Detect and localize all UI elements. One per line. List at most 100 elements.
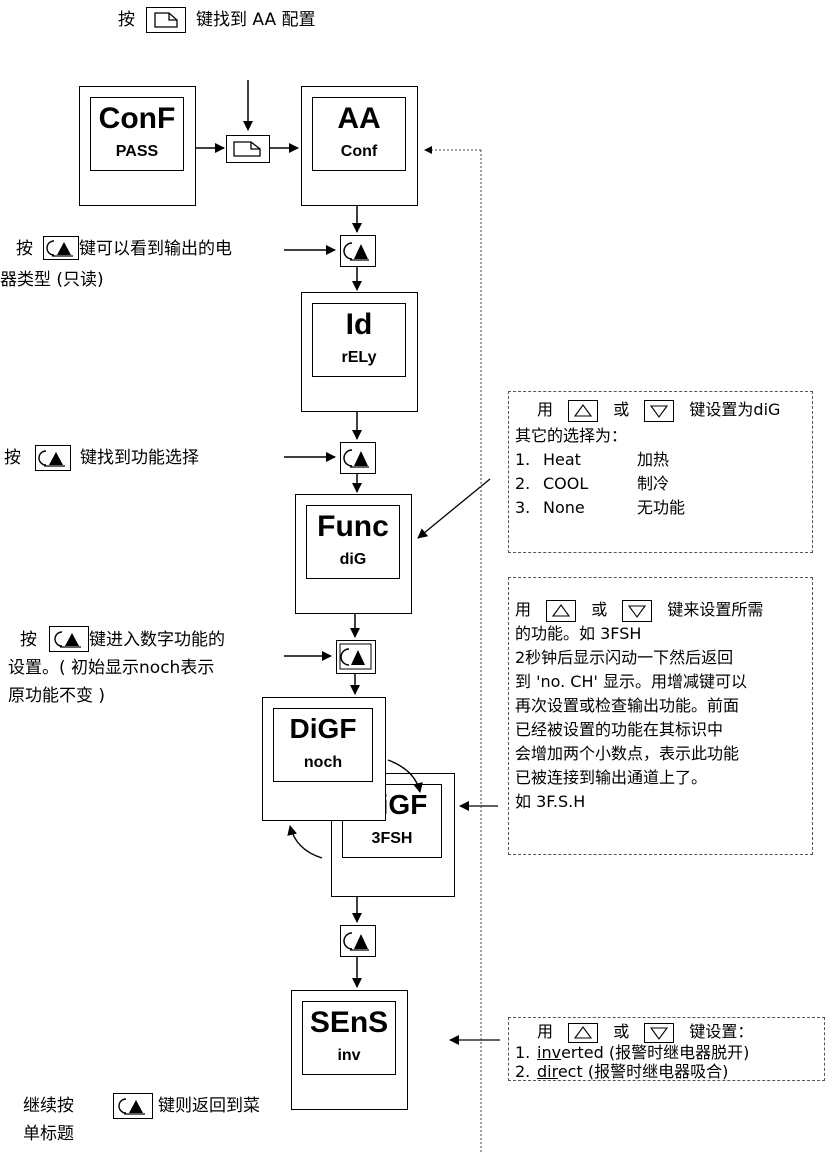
top-instruction: 按 xyxy=(118,8,135,32)
digf-main-text: DiGF xyxy=(289,713,357,744)
box3-i1-num: 1. xyxy=(515,1042,531,1062)
note4-line2: 单标题 xyxy=(23,1124,74,1144)
option-num: 1. xyxy=(515,450,531,469)
note1-line2: 器类型 (只读) xyxy=(0,270,104,290)
top-instruction-suffix: 键找到 AA 配置 xyxy=(196,10,316,30)
curve-arrow-right xyxy=(387,759,423,793)
box1-line1: 用 或 键设置为diG xyxy=(515,398,806,422)
down-arrow-glyph xyxy=(628,604,647,618)
box1-option-item: 3. None 无功能 xyxy=(515,496,806,520)
note3-line3: 原功能不变 ) xyxy=(8,686,106,706)
func-display-panel: Func diG xyxy=(295,494,412,614)
return-arrowhead xyxy=(424,146,432,154)
note3-line1: 键进入数字功能的 xyxy=(89,630,225,650)
scroll-key-icon xyxy=(113,1093,153,1119)
scroll-key-icon xyxy=(43,236,79,260)
func-sub-text: diG xyxy=(339,551,367,568)
up-arrow-key-icon xyxy=(546,599,577,622)
conf-sub-text: PASS xyxy=(115,143,159,160)
aa-main-text: AA xyxy=(337,102,381,135)
igf-display-panel: iGF 3FSH xyxy=(331,773,455,897)
box2-text-line: 2秒钟后显示闪动一下然后返回 xyxy=(515,648,734,667)
down-arrow-glyph xyxy=(650,404,669,418)
box3-item1: 1. inverted (报警时继电器脱开) xyxy=(515,1043,818,1062)
down-arrow-key-icon xyxy=(622,599,653,622)
sens-sub-text: inv xyxy=(337,1047,361,1064)
box1-l1-b: 或 xyxy=(613,400,630,419)
box3-line1: 用 或 键设置： xyxy=(515,1022,818,1043)
up-arrow-glyph xyxy=(574,403,593,417)
id-screen: Id rELy xyxy=(312,303,406,377)
down-arrow-key-icon xyxy=(644,399,675,422)
box2-text-line: 再次设置或检查输出功能。前面 xyxy=(515,696,740,715)
func-main-text: Func xyxy=(317,510,389,543)
digf-screen: DiGF noch xyxy=(273,708,373,782)
box3-i1-rest: erted (报警时继电器脱开) xyxy=(561,1042,750,1062)
note3-prefix: 按 xyxy=(20,630,37,650)
option-name: None xyxy=(543,498,585,517)
digf-sub-text: noch xyxy=(303,754,343,771)
note4-prefix: 继续按 xyxy=(23,1096,74,1116)
box1-l2: 其它的选择为： xyxy=(515,426,628,445)
aa-screen: AA Conf xyxy=(312,97,406,171)
option-num: 2. xyxy=(515,474,531,493)
down-arrow-key-icon xyxy=(644,1022,675,1043)
scroll-key-icon xyxy=(35,445,71,471)
igf-sub-text: 3FSH xyxy=(371,830,413,847)
option-cn: 制冷 xyxy=(637,474,670,493)
box2-text-line: 已被连接到输出通道上了。 xyxy=(515,768,708,787)
box2-l1-b: 或 xyxy=(591,600,608,619)
option-cn: 加热 xyxy=(637,450,670,469)
box3-l1-c: 键设置： xyxy=(689,1022,754,1041)
note-box-digital-function: 用 或 键来设置所需 的功能。如 3FSH 2秒钟后显示闪动一下然后返回到 'no… xyxy=(508,577,813,855)
option-name: COOL xyxy=(543,474,589,493)
note-box-sense-options: 用 或 键设置： 1.inverted (报警时继电器脱开) 2.direct … xyxy=(508,1017,825,1081)
box2-text-line: 的功能。如 3FSH xyxy=(515,624,642,643)
option-cn: 无功能 xyxy=(637,498,686,517)
box3-i2-num: 2. xyxy=(515,1061,531,1081)
digf-display-panel: DiGF noch xyxy=(262,697,386,821)
pointer-box1-to-func xyxy=(417,478,491,539)
aa-sub-text: Conf xyxy=(340,143,378,160)
conf-display-panel: ConF PASS xyxy=(79,86,196,206)
id-sub-text: rELy xyxy=(341,349,377,366)
note1-prefix: 按 xyxy=(16,239,33,259)
id-display-panel: Id rELy xyxy=(301,292,418,412)
sens-main-text: SEnS xyxy=(309,1006,389,1039)
page-key-glyph xyxy=(233,141,261,157)
box3-i1-ul: inv xyxy=(537,1042,562,1062)
box2-text-line: 已经被设置的功能在其标识中 xyxy=(515,720,724,739)
top-instruction-prefix: 按 xyxy=(118,10,135,30)
sens-display-panel: SEnS inv xyxy=(291,990,408,1110)
conf-main-text: ConF xyxy=(98,102,176,135)
note1-line1: 键可以看到输出的电 xyxy=(79,239,232,259)
sens-screen: SEnS inv xyxy=(302,1001,396,1075)
page-key-icon xyxy=(226,135,270,163)
aa-display-panel: AA Conf xyxy=(301,86,418,206)
box2-text-lines: 的功能。如 3FSH 2秒钟后显示闪动一下然后返回到 'no. CH' 显示。用增… xyxy=(515,622,806,814)
box2-l1-a: 用 xyxy=(515,600,532,619)
up-arrow-glyph xyxy=(552,603,571,617)
box2-line1: 用 或 键来设置所需 xyxy=(515,598,806,622)
scroll-key-icon xyxy=(340,235,376,267)
box3-l1-a: 用 xyxy=(537,1022,554,1041)
box2-text-line: 到 'no. CH' 显示。用增减键可以 xyxy=(515,672,747,691)
scroll-key-icon xyxy=(340,925,376,957)
box2-text-line: 会增加两个小数点，表示此功能 xyxy=(515,744,740,763)
scroll-key-glyph xyxy=(343,242,369,261)
conf-screen: ConF PASS xyxy=(90,97,184,171)
option-num: 3. xyxy=(515,498,531,517)
box1-l1-c: 键设置为diG xyxy=(689,400,781,419)
note2-prefix: 按 xyxy=(4,448,21,468)
box1-option-item: 2. COOL 制冷 xyxy=(515,472,806,496)
box1-l1-a: 用 xyxy=(537,400,554,419)
note3-line2: 设置。( 初始显示noch表示 xyxy=(8,658,215,678)
scroll-key-glyph xyxy=(343,449,369,468)
page-key-icon xyxy=(146,7,186,33)
scroll-key-glyph xyxy=(46,240,73,257)
scroll-key-icon xyxy=(340,442,376,474)
scroll-key-glyph xyxy=(339,643,372,670)
